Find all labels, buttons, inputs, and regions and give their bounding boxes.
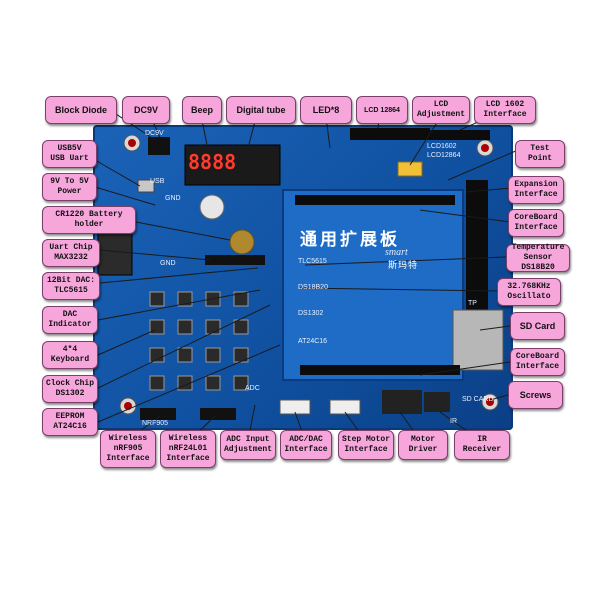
silk-gnd-2: GND [160, 260, 176, 267]
buzzer [199, 194, 225, 220]
label-test-point: Test Point [515, 140, 565, 168]
silk-ds18b20: DS18B20 [298, 284, 328, 291]
keypad-4x4 [149, 291, 249, 391]
silk-nrf905: NRF905 [142, 420, 169, 427]
test-point [397, 161, 423, 177]
label-coreboard-interface-1: CoreBoard Interface [508, 209, 564, 237]
silk-ir: IR [450, 418, 457, 425]
label-usb5v: USB5V USB Uart [42, 140, 97, 168]
label-dc9v: DC9V [122, 96, 170, 124]
label-keyboard: 4*4 Keyboard [42, 341, 98, 369]
digital-tube-body [184, 144, 281, 186]
label-oscillator: 32.768KHz Oscillato [497, 278, 561, 306]
silk-adc: ADC [245, 385, 260, 392]
label-block-diode: Block Diode [45, 96, 117, 124]
silk-gnd-1: GND [165, 195, 181, 202]
board-title-cn: 通用扩展板 [300, 230, 400, 250]
label-power-9v-5v: 9V To 5V Power [42, 173, 97, 201]
label-step-motor: Step Motor Interface [338, 430, 394, 460]
label-lcd-adjustment: LCD Adjustment [412, 96, 470, 124]
label-ir-receiver: IR Receiver [454, 430, 510, 460]
lcd12864-header [295, 128, 455, 205]
label-screws: Screws [508, 381, 563, 409]
lcd1602-header [420, 130, 490, 140]
silk-at24c16: AT24C16 [298, 338, 328, 345]
silk-lcd1602: LCD1602 [427, 143, 457, 150]
label-temperature-sensor: Temperature Sensor DS18B20 [506, 243, 570, 272]
label-motor-driver: Motor Driver [398, 430, 448, 460]
dc-jack [148, 137, 170, 155]
silk-usb: USB [150, 178, 165, 185]
label-wireless-nrf24l01: Wireless nRF24L01 Interface [160, 430, 216, 468]
coreboard-frame [282, 189, 464, 381]
screw-holes [119, 134, 499, 415]
label-12bit-dac: 12Bit DAC: TLC5615 [42, 272, 100, 300]
label-adc-input: ADC Input Adjustment [220, 430, 276, 460]
label-lcd1602: LCD 1602 Interface [474, 96, 536, 124]
digital-tube-digits: 8888 [188, 150, 237, 174]
silk-lcd12864: LCD12864 [427, 152, 461, 159]
battery-holder [229, 229, 255, 255]
brand-cn: 斯玛特 [388, 261, 419, 271]
label-lcd12864: LCD 12864 [356, 96, 408, 124]
usb-port [137, 179, 155, 193]
label-cr1220: CR1220 Battery holder [42, 206, 136, 234]
label-sd-card: SD Card [510, 312, 565, 340]
label-wireless-nrf905: Wireless nRF905 Interface [100, 430, 156, 468]
silk-sdcard: SD CARD [462, 396, 494, 403]
label-beep: Beep [182, 96, 222, 124]
label-clock-chip: Clock Chip DS1302 [42, 375, 98, 403]
uart-chip [205, 255, 265, 265]
bottom-connectors [140, 390, 450, 420]
label-dac-indicator: DAC Indicator [42, 306, 98, 334]
silk-tlc5615: TLC5615 [298, 258, 327, 265]
bottom-coreboard-header [300, 365, 460, 375]
label-expansion-interface: Expansion Interface [508, 176, 564, 204]
silk-ds1302: DS1302 [298, 310, 324, 317]
label-adc-dac-interface: ADC/DAC Interface [280, 430, 332, 460]
silk-dc9v: DC9V [145, 130, 164, 137]
label-eeprom: EEPROM AT24C16 [42, 408, 98, 436]
label-led8: LED*8 [300, 96, 352, 124]
sd-card-slot [452, 309, 504, 371]
label-uart-chip: Uart Chip MAX3232 [42, 239, 100, 267]
silk-tp: TP [468, 300, 477, 307]
label-digital-tube: Digital tube [226, 96, 296, 124]
label-coreboard-interface-2: CoreBoard Interface [510, 348, 565, 376]
brand-en: smart [385, 247, 408, 258]
